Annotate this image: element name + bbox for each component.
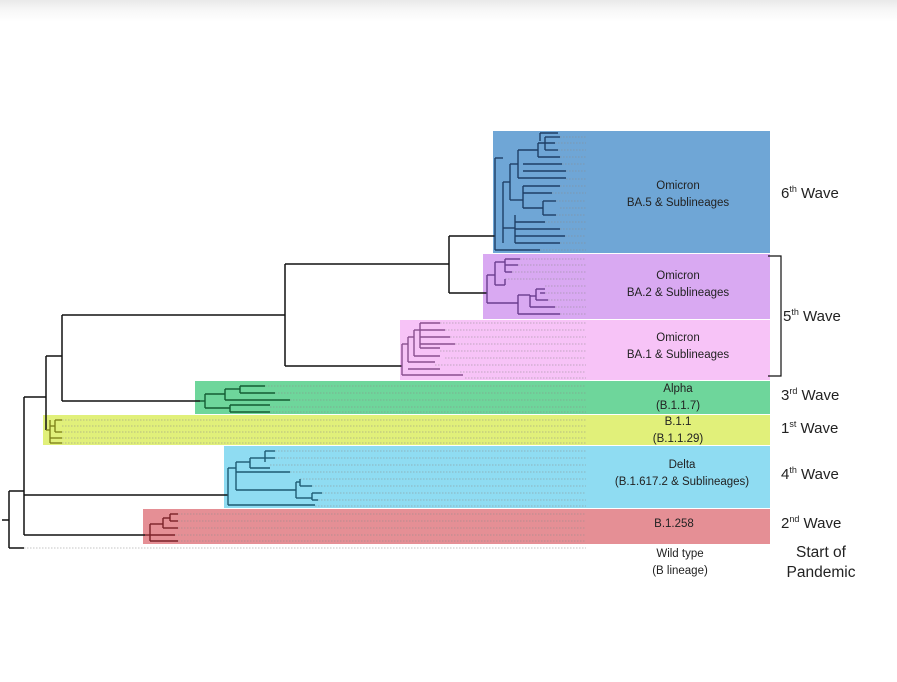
clade-label-wild-line1: Wild type [656,548,704,560]
clade-label-alpha-line2: (B.1.1.7) [655,400,701,412]
wave-6-text: Wave [796,185,839,202]
clade-box-ba5 [493,131,770,253]
clade-label-wild: Wild type (B lineage) [652,546,708,580]
wave-4-text: Wave [796,466,839,483]
clade-label-b11-line1: B.1.1 [664,416,692,428]
clade-label-delta: Delta (B.1.617.2 & Sublineages) [615,457,749,491]
wave5-bracket [768,255,782,377]
clade-label-ba1-line1: Omicron [656,332,700,344]
clade-label-ba2: Omicron BA.2 & Sublineages [627,268,729,302]
tree-backbone [2,235,495,549]
clade-label-ba5-line1: Omicron [656,180,700,192]
wave-2-sup: nd [789,514,800,524]
clade-label-b1258-line1: B.1.258 [654,518,694,530]
wave-2-num: 2 [781,515,790,532]
clade-label-ba1-line2: BA.1 & Sublineages [626,349,730,361]
wave-5-text: Wave [798,308,841,325]
wave-3-sup: rd [789,386,798,396]
wave-1-sup: st [789,419,797,429]
clade-box-delta [224,446,770,508]
wave-6-num: 6 [781,185,790,202]
start-label-line1: Start of [796,544,846,561]
wave-1-text: Wave [796,420,839,437]
wave-label-3: 3rd Wave [781,386,839,404]
start-of-pandemic-label: Start of Pandemic [787,543,856,583]
wave-4-sup: th [789,465,797,475]
wave-label-6: 6th Wave [781,184,839,202]
wave-5-sup: th [791,307,799,317]
wave-label-4: 4th Wave [781,465,839,483]
wave-label-1: 1st Wave [781,419,838,437]
clade-boxes [43,131,770,544]
wave-3-text: Wave [797,387,840,404]
clade-label-ba1: Omicron BA.1 & Sublineages [627,330,729,364]
clade-label-b1258: B.1.258 [654,516,694,533]
clade-label-b11: B.1.1 (B.1.1.29) [653,414,704,448]
clade-label-ba5: Omicron BA.5 & Sublineages [627,178,729,212]
clade-label-ba2-line1: Omicron [656,270,700,282]
wave-4-num: 4 [781,466,790,483]
clade-label-wild-line2: (B lineage) [652,565,708,577]
subtree-delta [227,450,322,506]
clade-box-b1258 [143,509,770,544]
clade-box-ba1 [400,320,770,380]
wave-6-sup: th [789,184,797,194]
wave-1-num: 1 [781,420,790,437]
wave-5-num: 5 [783,308,792,325]
subtree-alpha [200,385,290,413]
clade-label-b11-line2: (B.1.1.29) [652,433,704,445]
subtree-b1258 [145,513,178,542]
clade-label-alpha: Alpha (B.1.1.7) [656,381,700,415]
wave-label-2: 2nd Wave [781,514,841,532]
start-label-line2: Pandemic [786,564,856,581]
subtree-ba5 [494,132,566,251]
wave-label-5: 5th Wave [783,307,841,325]
wave-3-num: 3 [781,387,790,404]
clade-label-delta-line1: Delta [668,459,696,471]
clade-label-alpha-line1: Alpha [663,383,693,395]
clade-box-alpha [195,381,770,414]
leaf-guides [24,136,586,549]
subtree-ba1 [401,322,463,376]
clade-label-ba5-line2: BA.5 & Sublineages [626,197,730,209]
subtree-ba2 [486,258,560,315]
clade-label-ba2-line2: BA.2 & Sublineages [626,287,730,299]
clade-label-delta-line2: (B.1.617.2 & Sublineages) [614,476,750,488]
subtree-b11 [46,419,62,444]
wave-2-text: Wave [799,515,842,532]
